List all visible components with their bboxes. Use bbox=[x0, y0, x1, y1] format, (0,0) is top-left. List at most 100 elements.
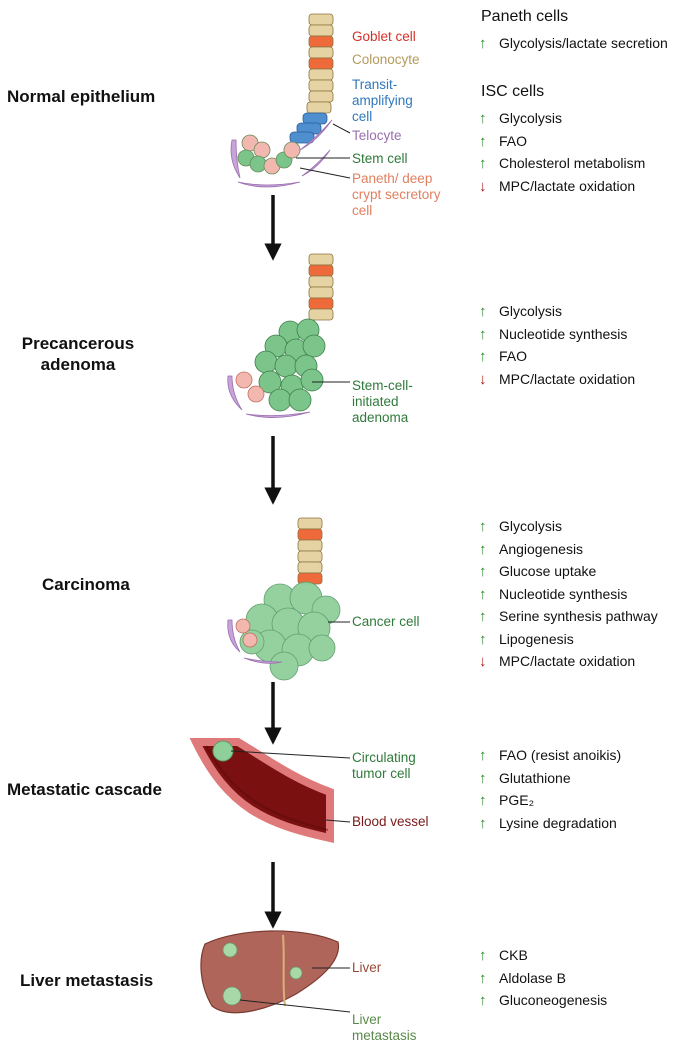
metabolite-item: ↑ FAO (resist anoikis) bbox=[479, 744, 621, 767]
metabolite-item: ↑ CKB bbox=[479, 944, 607, 967]
up-arrow-icon: ↑ bbox=[479, 325, 487, 343]
paneth-cells-header: Paneth cells bbox=[481, 8, 569, 25]
up-arrow-icon: ↑ bbox=[479, 518, 487, 535]
metabolism-list-carcinoma: ↑Glycolysis↑Angiogenesis↑Glucose uptake↑… bbox=[479, 515, 658, 673]
stage-label-metastatic: Metastatic cascade bbox=[7, 780, 162, 799]
metabolism-list-adenoma: ↑Glycolysis↑Nucleotide synthesis↑FAO↓MPC… bbox=[479, 300, 635, 390]
metabolite-label: MPC/lactate oxidation bbox=[499, 653, 636, 669]
label-goblet-cell: Goblet cell bbox=[352, 29, 416, 44]
metabolite-item: ↑ Lysine degradation bbox=[479, 812, 621, 835]
label-liver-metastasis: Liver metastasis bbox=[352, 1012, 417, 1043]
crypt-base-cells bbox=[237, 134, 301, 175]
metabolite-item: ↑ Glutathione bbox=[479, 767, 621, 790]
metabolite-label: Glycolysis bbox=[499, 303, 563, 319]
metabolite-item: ↑ Nucleotide synthesis bbox=[479, 583, 658, 606]
up-arrow-icon: ↑ bbox=[479, 110, 487, 127]
metabolite-label: Angiogenesis bbox=[499, 540, 584, 557]
tumor-mass bbox=[239, 581, 341, 681]
up-arrow-icon: ↑ bbox=[479, 608, 487, 625]
metabolite-item: ↑ Gluconeogenesis bbox=[479, 989, 607, 1012]
stage-label-liver: Liver metastasis bbox=[20, 971, 154, 990]
metabolism-list-liver: ↑ CKB ↑ Aldolase B ↑ Gluconeogenesis bbox=[479, 944, 607, 1012]
up-arrow-icon: ↑ bbox=[479, 303, 487, 320]
up-arrow-icon: ↑ bbox=[479, 947, 487, 964]
down-arrow-icon: ↓ bbox=[479, 177, 487, 195]
up-arrow-icon: ↑ bbox=[479, 563, 487, 580]
label-adenoma-cells: Stem-cell-initiated adenoma bbox=[352, 378, 413, 425]
up-arrow-icon: ↑ bbox=[479, 792, 487, 809]
metabolite-item: ↑ Glycolysis bbox=[479, 515, 658, 538]
metabolite-label: Lipogenesis bbox=[499, 630, 574, 647]
metabolite-label: MPC/lactate oxidation bbox=[499, 370, 636, 387]
label-circulating-tumor-cell: Circulating tumor cell bbox=[352, 750, 416, 781]
down-arrow-icon: ↓ bbox=[479, 653, 487, 670]
adenoma-crypt bbox=[227, 253, 334, 418]
up-arrow-icon: ↑ bbox=[479, 348, 487, 365]
liver-organ bbox=[200, 930, 340, 1014]
metabolite-label: Glycolysis bbox=[499, 518, 563, 534]
up-arrow-icon: ↑ bbox=[479, 585, 487, 603]
metabolite-label: CKB bbox=[499, 947, 528, 963]
metabolite-label: Gluconeogenesis bbox=[499, 992, 608, 1008]
colonocyte-column bbox=[306, 13, 334, 114]
metabolite-label: FAO bbox=[499, 348, 528, 364]
metabolite-item: ↓ MPC/lactate oxidation bbox=[479, 650, 658, 673]
metabolite-label: Glucose uptake bbox=[499, 563, 597, 579]
carcinoma-crypt bbox=[227, 517, 341, 681]
metabolism-list-isc: ↑ Glycolysis ↑FAO↑Cholesterol metabolism ↓ M… bbox=[479, 107, 645, 197]
up-arrow-icon: ↑ bbox=[479, 814, 487, 832]
stage-label-normal: Normal epithelium bbox=[7, 87, 156, 106]
metabolite-label: MPC/lactate oxidation bbox=[499, 177, 636, 194]
stage-label-carcinoma: Carcinoma bbox=[42, 575, 130, 594]
label-liver: Liver bbox=[352, 960, 382, 975]
metabolite-label: Nucleotide synthesis bbox=[499, 585, 628, 602]
transit-cells bbox=[289, 112, 328, 144]
metabolite-label: PGE₂ bbox=[499, 792, 534, 808]
metabolite-label: FAO (resist anoikis) bbox=[499, 747, 622, 763]
label-cancer-cell: Cancer cell bbox=[352, 614, 420, 629]
metabolite-item: ↓ MPC/lactate oxidation bbox=[479, 175, 645, 198]
label-blood-vessel: Blood vessel bbox=[352, 814, 429, 829]
isc-cells-header: ISC cells bbox=[481, 83, 545, 100]
metabolite-item: ↑ Glycolysis bbox=[479, 300, 635, 323]
up-arrow-icon: ↑ bbox=[479, 630, 487, 648]
leader-lines bbox=[230, 123, 351, 1013]
metabolite-item: ↑ Glycolysis bbox=[479, 107, 645, 130]
blood-vessel bbox=[189, 738, 334, 843]
down-arrow-icon: ↓ bbox=[479, 370, 487, 388]
metabolite-item: ↑Nucleotide synthesis bbox=[479, 323, 635, 346]
metabolite-label: FAO bbox=[499, 132, 528, 149]
metabolite-item: ↑Cholesterol metabolism bbox=[479, 152, 645, 175]
up-arrow-icon: ↑ bbox=[479, 769, 487, 787]
metabolite-item: ↑ FAO bbox=[479, 345, 635, 368]
metabolite-item: ↑ Glucose uptake bbox=[479, 560, 658, 583]
label-stem-cell: Stem cell bbox=[352, 151, 408, 166]
metabolite-item: ↑ Serine synthesis pathway bbox=[479, 605, 658, 628]
metabolite-item: ↑FAO bbox=[479, 130, 645, 153]
metabolite-label: Aldolase B bbox=[499, 969, 566, 986]
metabolite-item: ↑ PGE₂ bbox=[479, 789, 621, 812]
metabolite-item: ↑ Aldolase B bbox=[479, 967, 607, 990]
metabolite-item: ↑ Glycolysis/lactate secretion bbox=[479, 32, 668, 55]
adenoma-mass bbox=[254, 318, 326, 412]
up-arrow-icon: ↑ bbox=[479, 992, 487, 1009]
up-arrow-icon: ↑ bbox=[479, 747, 487, 764]
metabolite-item: ↓ MPC/lactate oxidation bbox=[479, 368, 635, 391]
up-arrow-icon: ↑ bbox=[479, 35, 487, 52]
label-transit-cell: Transit-amplifying cell bbox=[352, 77, 413, 124]
label-telocyte: Telocyte bbox=[352, 128, 402, 143]
metabolite-label: Glycolysis/lactate secretion bbox=[499, 35, 668, 51]
metabolite-item: ↑ Angiogenesis bbox=[479, 538, 658, 561]
metabolism-list-paneth: ↑ Glycolysis/lactate secretion bbox=[479, 32, 668, 55]
metabolite-label: Glycolysis bbox=[499, 110, 563, 126]
metabolite-label: Glutathione bbox=[499, 769, 571, 786]
up-arrow-icon: ↑ bbox=[479, 540, 487, 558]
up-arrow-icon: ↑ bbox=[479, 969, 487, 987]
label-paneth-cell: Paneth/ deep crypt secretory cell bbox=[352, 171, 441, 218]
metabolite-label: Serine synthesis pathway bbox=[499, 608, 658, 624]
metabolite-label: Lysine degradation bbox=[499, 814, 617, 831]
normal-crypt bbox=[230, 13, 334, 188]
metabolite-label: Cholesterol metabolism bbox=[499, 155, 646, 171]
metabolite-item: ↑ Lipogenesis bbox=[479, 628, 658, 651]
metabolism-list-metastatic: ↑ FAO (resist anoikis) ↑ Glutathione ↑ PGE₂ ↑ L… bbox=[479, 744, 621, 834]
